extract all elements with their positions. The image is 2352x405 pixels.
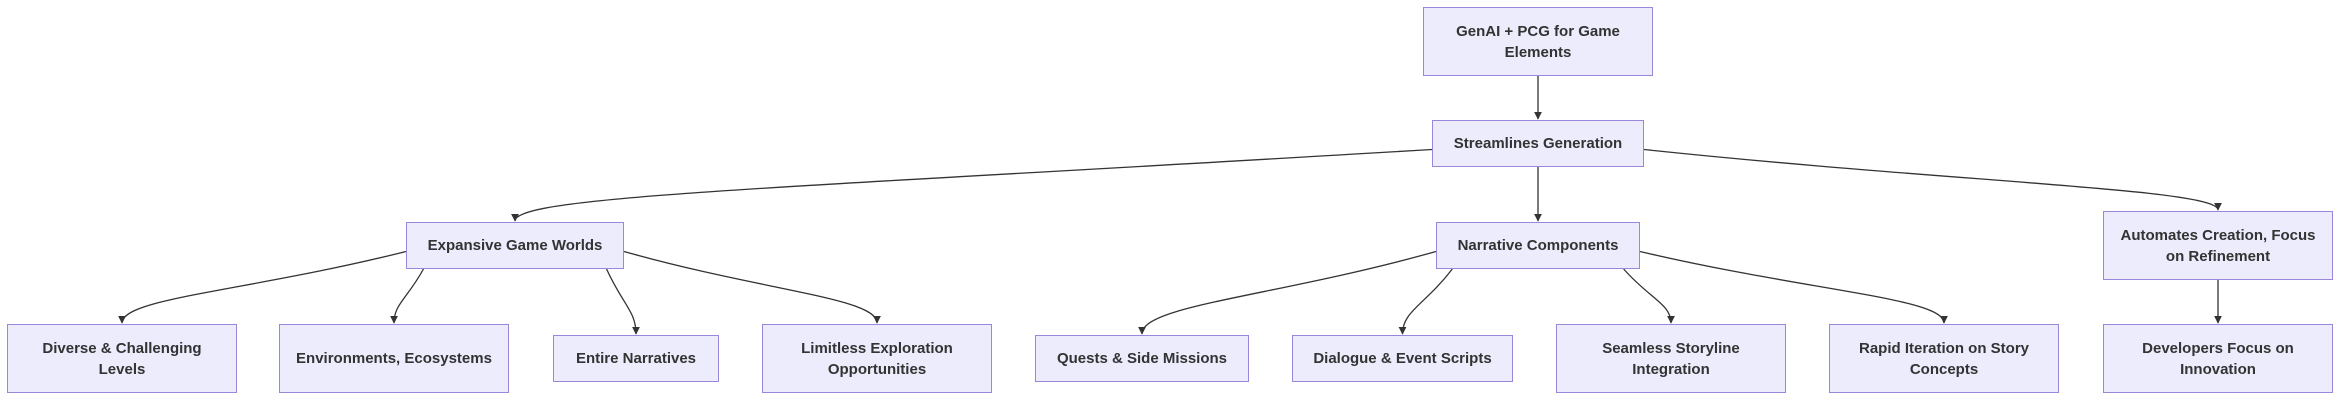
node-label: Quests & Side Missions	[1056, 350, 1228, 367]
node-rapid-iteration: Rapid Iteration on Story Concepts	[1829, 324, 2059, 393]
edge-narrative-to-seamless	[1623, 268, 1675, 324]
node-environments-ecosystems: Environments, Ecosystems	[279, 324, 509, 393]
node-label: Dialogue & Event Scripts	[1313, 350, 1492, 367]
node-label: Automates Creation, Focus on Refinement	[2120, 226, 2316, 265]
node-label: Limitless Exploration Opportunities	[801, 339, 953, 378]
edge-worlds-to-limitless	[623, 250, 881, 324]
node-seamless-storyline: Seamless Storyline Integration	[1556, 324, 1786, 393]
edge-narrative-to-dialogue	[1398, 268, 1453, 335]
edge-streamlines-to-worlds	[511, 148, 1433, 222]
edge-narrative-to-rapid	[1639, 250, 1948, 324]
edge-worlds-to-entire	[605, 268, 640, 335]
node-automates-creation: Automates Creation, Focus on Refinement	[2103, 211, 2333, 280]
node-entire-narratives: Entire Narratives	[553, 335, 719, 382]
node-label: Diverse & Challenging Levels	[42, 339, 202, 378]
node-label: Environments, Ecosystems	[296, 350, 492, 367]
node-label: Rapid Iteration on Story Concepts	[1858, 339, 2029, 378]
node-genai-pcg: GenAI + PCG for Game Elements	[1423, 7, 1653, 76]
node-dialogue-event-scripts: Dialogue & Event Scripts	[1292, 335, 1513, 382]
node-quests-side-missions: Quests & Side Missions	[1035, 335, 1249, 382]
node-label: Seamless Storyline Integration	[1602, 339, 1740, 378]
node-label: Narrative Components	[1457, 237, 1619, 254]
edge-streamlines-to-automates	[1643, 148, 2222, 211]
node-label: GenAI + PCG for Game Elements	[1456, 22, 1620, 61]
edge-narrative-to-quests	[1138, 250, 1437, 335]
node-diverse-levels: Diverse & Challenging Levels	[7, 324, 237, 393]
node-narrative-components: Narrative Components	[1436, 222, 1640, 269]
edge-worlds-to-environments	[390, 268, 425, 324]
node-label: Expansive Game Worlds	[427, 237, 603, 254]
node-streamlines-generation: Streamlines Generation	[1432, 120, 1644, 167]
edge-worlds-to-levels	[118, 250, 407, 324]
node-limitless-exploration: Limitless Exploration Opportunities	[762, 324, 992, 393]
node-label: Developers Focus on Innovation	[2142, 339, 2294, 378]
node-label: Streamlines Generation	[1453, 135, 1623, 152]
node-expansive-game-worlds: Expansive Game Worlds	[406, 222, 624, 269]
node-label: Entire Narratives	[575, 350, 697, 367]
node-developers-focus: Developers Focus on Innovation	[2103, 324, 2333, 393]
